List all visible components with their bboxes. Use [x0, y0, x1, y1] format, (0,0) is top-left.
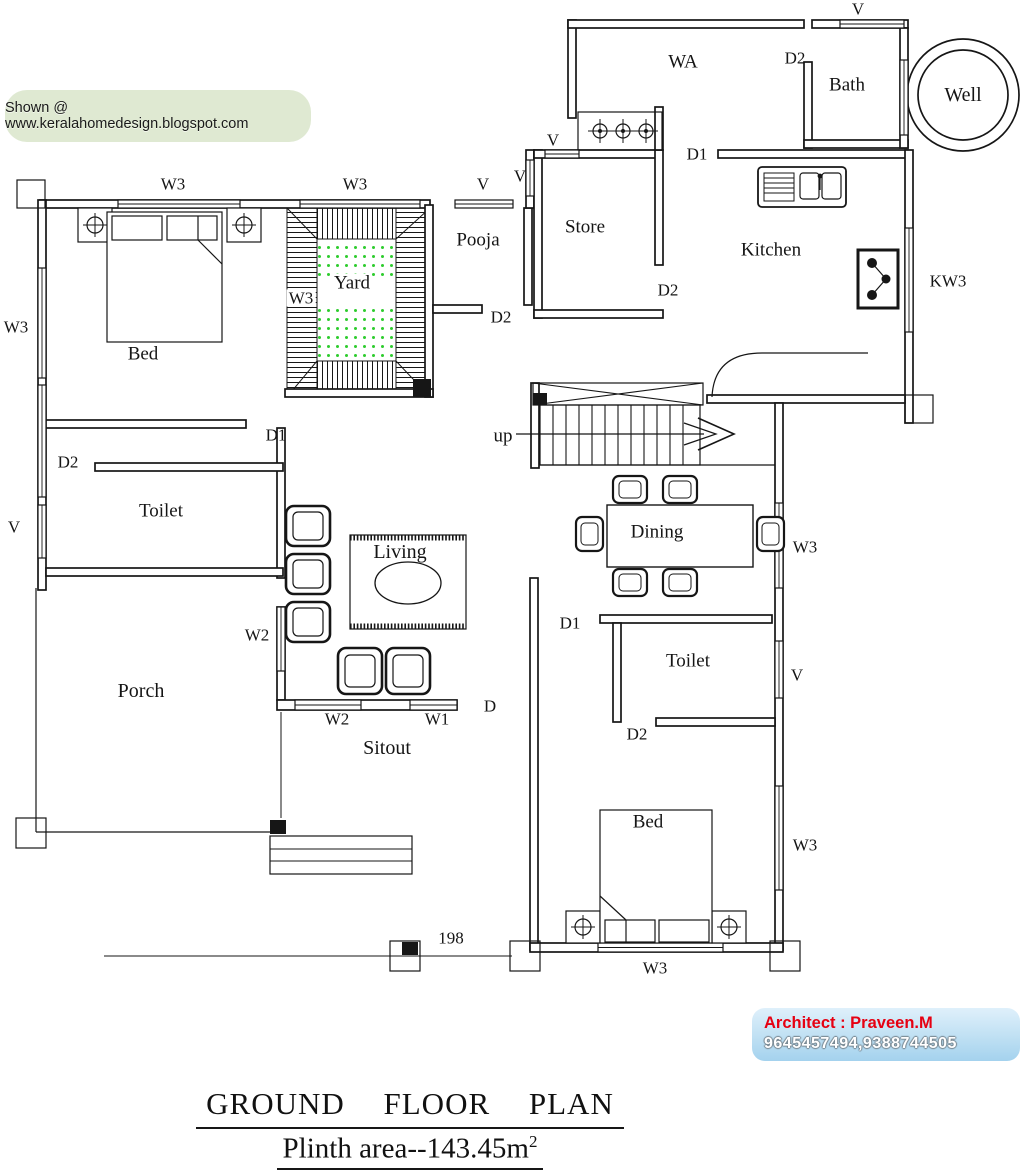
window-label-w1-sitout: W1: [424, 709, 450, 729]
architect-phone: 9645457494,9388744505: [764, 1034, 957, 1052]
watermark-text: Shown @ www.keralahomedesign.blogspot.co…: [5, 100, 249, 132]
living-rug: [349, 534, 467, 630]
room-label-well: Well: [944, 84, 982, 106]
room-label-sitout: Sitout: [363, 737, 411, 759]
dimension-label-198: 198: [438, 928, 464, 948]
window-label-v-top: V: [851, 0, 865, 19]
room-label-porch: Porch: [117, 680, 165, 702]
windows: [37, 19, 914, 953]
bed-symbol-top: [77, 207, 262, 343]
plinth-area-sup: 2: [528, 1132, 538, 1151]
window-label-v-store: V: [546, 130, 560, 150]
door-label-d2-toilet-left: D2: [57, 452, 79, 472]
room-label-toilet-right: Toilet: [665, 650, 711, 672]
window-label-v-right: V: [790, 665, 804, 685]
door-label-d1-toilet-right: D1: [559, 613, 581, 633]
room-label-bed-top: Bed: [127, 343, 159, 365]
room-label-work-area: WA: [668, 51, 698, 73]
bed-symbol-bottom: [565, 809, 747, 944]
door-label-d2-bath: D2: [784, 48, 806, 68]
site-markers: [16, 179, 934, 972]
stove: [856, 248, 900, 310]
window-label-w3-bed-bottom: W3: [642, 958, 668, 978]
architect-badge: Architect : Praveen.M 9645457494,9388744…: [752, 1008, 1020, 1061]
room-label-dining: Dining: [630, 521, 684, 543]
well-symbol: [906, 38, 1020, 152]
room-label-living: Living: [373, 541, 427, 563]
window-label-w3-dining: W3: [792, 537, 818, 557]
door-label-d2-toilet-right: D2: [626, 724, 648, 744]
room-label-kitchen: Kitchen: [740, 239, 802, 261]
kitchen-sink: [757, 166, 847, 208]
stairs: [532, 382, 775, 466]
kitchen-counter-curve: [711, 352, 868, 398]
door-label-d2-pooja: D2: [490, 307, 512, 327]
room-label-store: Store: [564, 216, 606, 238]
architect-name: Architect : Praveen.M: [764, 1014, 933, 1032]
sofa-chairs: [284, 504, 432, 696]
window-label-w2-living: W2: [244, 625, 270, 645]
plinth-area-subtitle: Plinth area--143.45m2: [276, 1132, 544, 1170]
window-label-w2-sitout: W2: [324, 709, 350, 729]
window-label-kw3: KW3: [929, 271, 967, 291]
room-label-toilet-left: Toilet: [138, 500, 184, 522]
window-label-w3-yard: W3: [286, 288, 316, 308]
door-label-d1-yard: D1: [265, 425, 287, 445]
dining-set: [574, 474, 786, 598]
room-label-bed-bottom: Bed: [632, 811, 664, 833]
plinth-area-text: Plinth area--143.45m: [282, 1132, 529, 1165]
title-block: GROUND FLOOR PLAN Plinth area--143.45m2: [150, 1086, 670, 1170]
room-label-bath: Bath: [829, 74, 865, 96]
door-label-d2-store: D2: [657, 280, 679, 300]
window-label-v-pooja-h: V: [476, 174, 490, 194]
watermark-badge: Shown @ www.keralahomedesign.blogspot.co…: [5, 90, 311, 142]
room-label-yard: Yard: [331, 272, 373, 294]
page-title: GROUND FLOOR PLAN: [196, 1086, 624, 1129]
window-label-w3-top-yard: W3: [342, 174, 368, 194]
stairs-up-label: up: [493, 425, 513, 447]
door-label-d-main: D: [483, 696, 497, 716]
window-label-w3-top-left: W3: [160, 174, 186, 194]
porch-outline: [15, 588, 413, 875]
door-label-d1-wa: D1: [686, 144, 708, 164]
up-arrow: [516, 417, 736, 451]
wash-area-fixtures: [577, 111, 663, 151]
window-label-v-left: V: [7, 517, 21, 537]
window-label-v-pooja-v: V: [513, 166, 527, 186]
room-label-pooja: Pooja: [456, 229, 500, 251]
window-label-w3-left: W3: [3, 317, 29, 337]
window-label-w3-bed-right: W3: [792, 835, 818, 855]
